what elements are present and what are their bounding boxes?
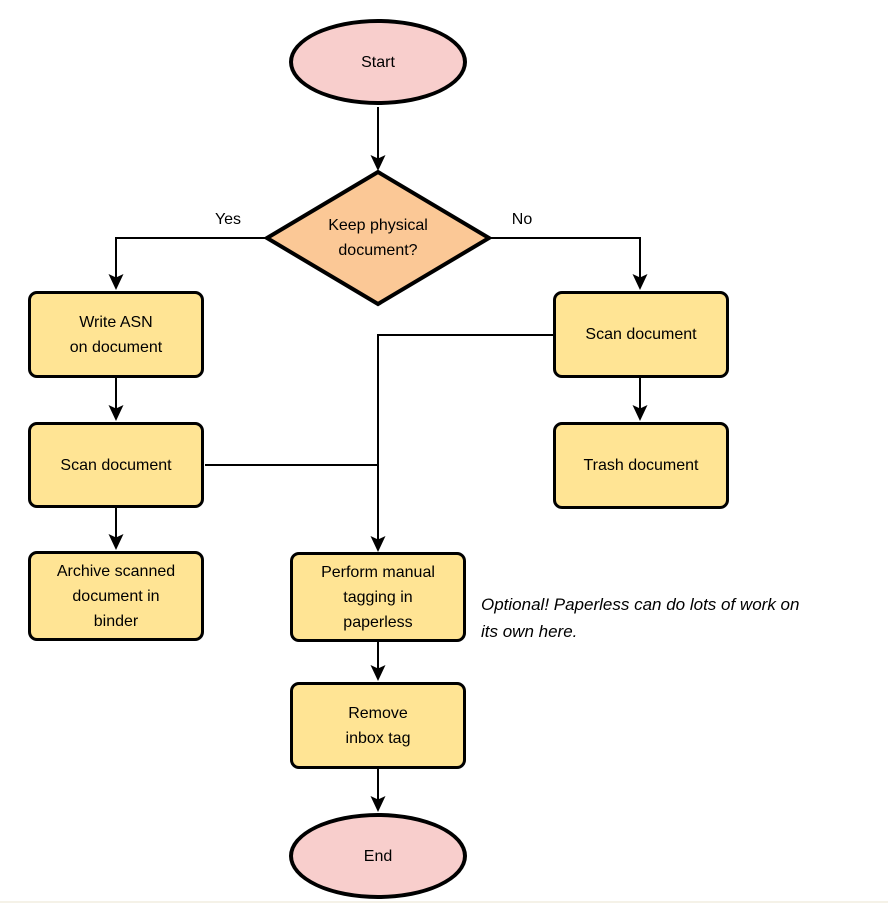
node-end: End: [289, 813, 467, 899]
node-scan-document-left: Scan document: [28, 422, 204, 508]
edge-decision-no: [489, 237, 641, 278]
arrowhead-remove-to-end: [370, 796, 386, 812]
annotation-optional-note: Optional! Paperless can do lots of work …: [481, 595, 800, 641]
node-archive-in-binder: Archive scanned document in binder: [28, 551, 204, 641]
arrowhead-decision-no: [632, 274, 648, 290]
edge-scanright-to-tagging: [377, 334, 553, 540]
arrowhead-writeasn-to-scan: [108, 405, 124, 421]
node-decision-label: Keep physical document?: [328, 217, 428, 259]
decision-diamond: [263, 169, 493, 307]
arrowhead-tagging-to-remove: [370, 665, 386, 681]
edge-label-yes: Yes: [214, 211, 242, 228]
arrowhead-to-tagging: [370, 536, 386, 552]
node-manual-tagging: Perform manual tagging in paperless: [290, 552, 466, 642]
bottom-divider: [0, 901, 888, 903]
node-start: Start: [289, 19, 467, 105]
node-trash-document: Trash document: [553, 422, 729, 509]
arrowhead-scan-to-archive: [108, 534, 124, 550]
edge-decision-yes: [115, 237, 267, 278]
node-scan-document-right: Scan document: [553, 291, 729, 378]
node-remove-inbox-tag: Remove inbox tag: [290, 682, 466, 769]
node-decision-shape: [263, 169, 493, 307]
edge-label-no: No: [511, 211, 533, 228]
arrowhead-scan-to-trash: [632, 405, 648, 421]
node-write-asn: Write ASN on document: [28, 291, 204, 378]
arrowhead-decision-yes: [108, 274, 124, 290]
